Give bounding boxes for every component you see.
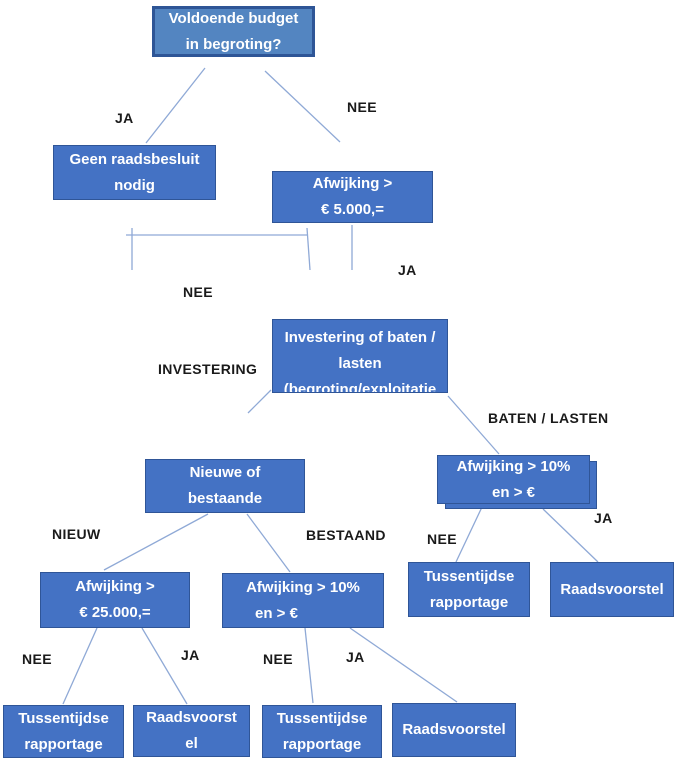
connector-bestaand: [246, 513, 291, 573]
node-tussentijdse-rapportage-middenonder: Tussentijdse rapportage: [262, 705, 382, 758]
connector-nee-to-afwijking-5000: [264, 70, 341, 143]
connector-nee-middenonder: [304, 627, 314, 704]
node-afwijking-10-midden-line1: Afwijking > 10%: [246, 578, 360, 596]
node-raadsvoorstel-rechts-text: Raadsvoorstel: [560, 580, 664, 598]
edge-label-nee-bracket: NEE: [183, 284, 213, 300]
node-afwijking-25000-text: Afwijking > € 25.000,=: [75, 578, 155, 621]
node-tussentijdse-rechts-text: Tussentijdse rapportage: [423, 567, 515, 611]
connector-ja-rechts: [542, 508, 599, 563]
node-tussentijdse-linksonder-text: Tussentijdse rapportage: [18, 709, 109, 753]
node-investering-text: Investering of baten / lasten (begroting…: [283, 329, 437, 393]
edge-label-nee-rechts: NEE: [427, 531, 457, 547]
node-afwijking-10-midden-line2: en > €: [255, 604, 298, 622]
edge-label-ja-middenonder: JA: [346, 649, 365, 665]
node-afwijking-10-rechts: Afwijking > 10% en > €: [437, 455, 590, 504]
node-raadsvoorstel-rechts: Raadsvoorstel: [550, 562, 674, 617]
node-geen-raadsbesluit-text: Geen raadsbesluit nodig: [69, 150, 200, 194]
node-tussentijdse-rapportage-linksonder: Tussentijdse rapportage: [3, 705, 124, 758]
node-voldoende-budget-text: Voldoende budget in begroting?: [168, 9, 299, 53]
connector-ja-linksonder: [141, 627, 188, 705]
edge-label-nee-top: NEE: [347, 99, 377, 115]
node-tussentijdse-rapportage-rechts: Tussentijdse rapportage: [408, 562, 530, 617]
edge-label-bestaand: BESTAAND: [306, 527, 386, 543]
node-voldoende-budget: Voldoende budget in begroting?: [152, 6, 315, 57]
connector-ja-middenonder: [349, 627, 458, 703]
node-geen-raadsbesluit: Geen raadsbesluit nodig: [53, 145, 216, 200]
node-afwijking-10-rechts-text: Afwijking > 10% en > €: [456, 457, 571, 501]
node-raadsvoorstel-middenonder-text: Raadsvoorstel: [402, 721, 506, 738]
node-afwijking-5000-text: Afwijking > € 5.000,=: [312, 175, 393, 218]
node-afwijking-5000: Afwijking > € 5.000,=: [272, 171, 433, 223]
connector-nieuw: [103, 513, 209, 571]
node-tussentijdse-middenonder-text: Tussentijdse rapportage: [276, 709, 368, 753]
edge-label-investering: INVESTERING: [158, 361, 258, 377]
edge-label-ja-5000: JA: [398, 262, 417, 278]
connector-nee-rechts: [455, 506, 483, 563]
edge-label-nieuw: NIEUW: [52, 526, 101, 542]
edge-label-ja-linksonder: JA: [181, 647, 200, 663]
node-nieuwe-of-bestaande-text: Nieuwe of bestaande: [187, 464, 263, 507]
edge-label-nee-linksonder: NEE: [22, 651, 52, 667]
connector-ja-to-geen-raadsbesluit: [145, 67, 206, 144]
node-raadsvoorstel-middenonder: Raadsvoorstel: [392, 703, 516, 757]
edge-label-ja-top: JA: [115, 110, 134, 126]
node-raadsvoorstel-linksonder-text: Raadsvoorst el: [146, 709, 237, 752]
connector-investering: [247, 389, 272, 414]
bracket-right-tick: [306, 227, 311, 271]
node-afwijking-10-midden: Afwijking > 10% en > €: [222, 573, 384, 628]
edge-label-baten-lasten: BATEN / LASTEN: [488, 410, 609, 426]
connector-nee-linksonder: [62, 627, 98, 705]
node-investering-of-baten-lasten: Investering of baten / lasten (begroting…: [272, 319, 448, 393]
node-nieuwe-of-bestaande: Nieuwe of bestaande: [145, 459, 305, 513]
edge-label-ja-rechts: JA: [594, 510, 613, 526]
node-afwijking-25000: Afwijking > € 25.000,=: [40, 572, 190, 628]
node-raadsvoorstel-linksonder: Raadsvoorst el: [133, 705, 250, 757]
edge-label-nee-middenonder: NEE: [263, 651, 293, 667]
